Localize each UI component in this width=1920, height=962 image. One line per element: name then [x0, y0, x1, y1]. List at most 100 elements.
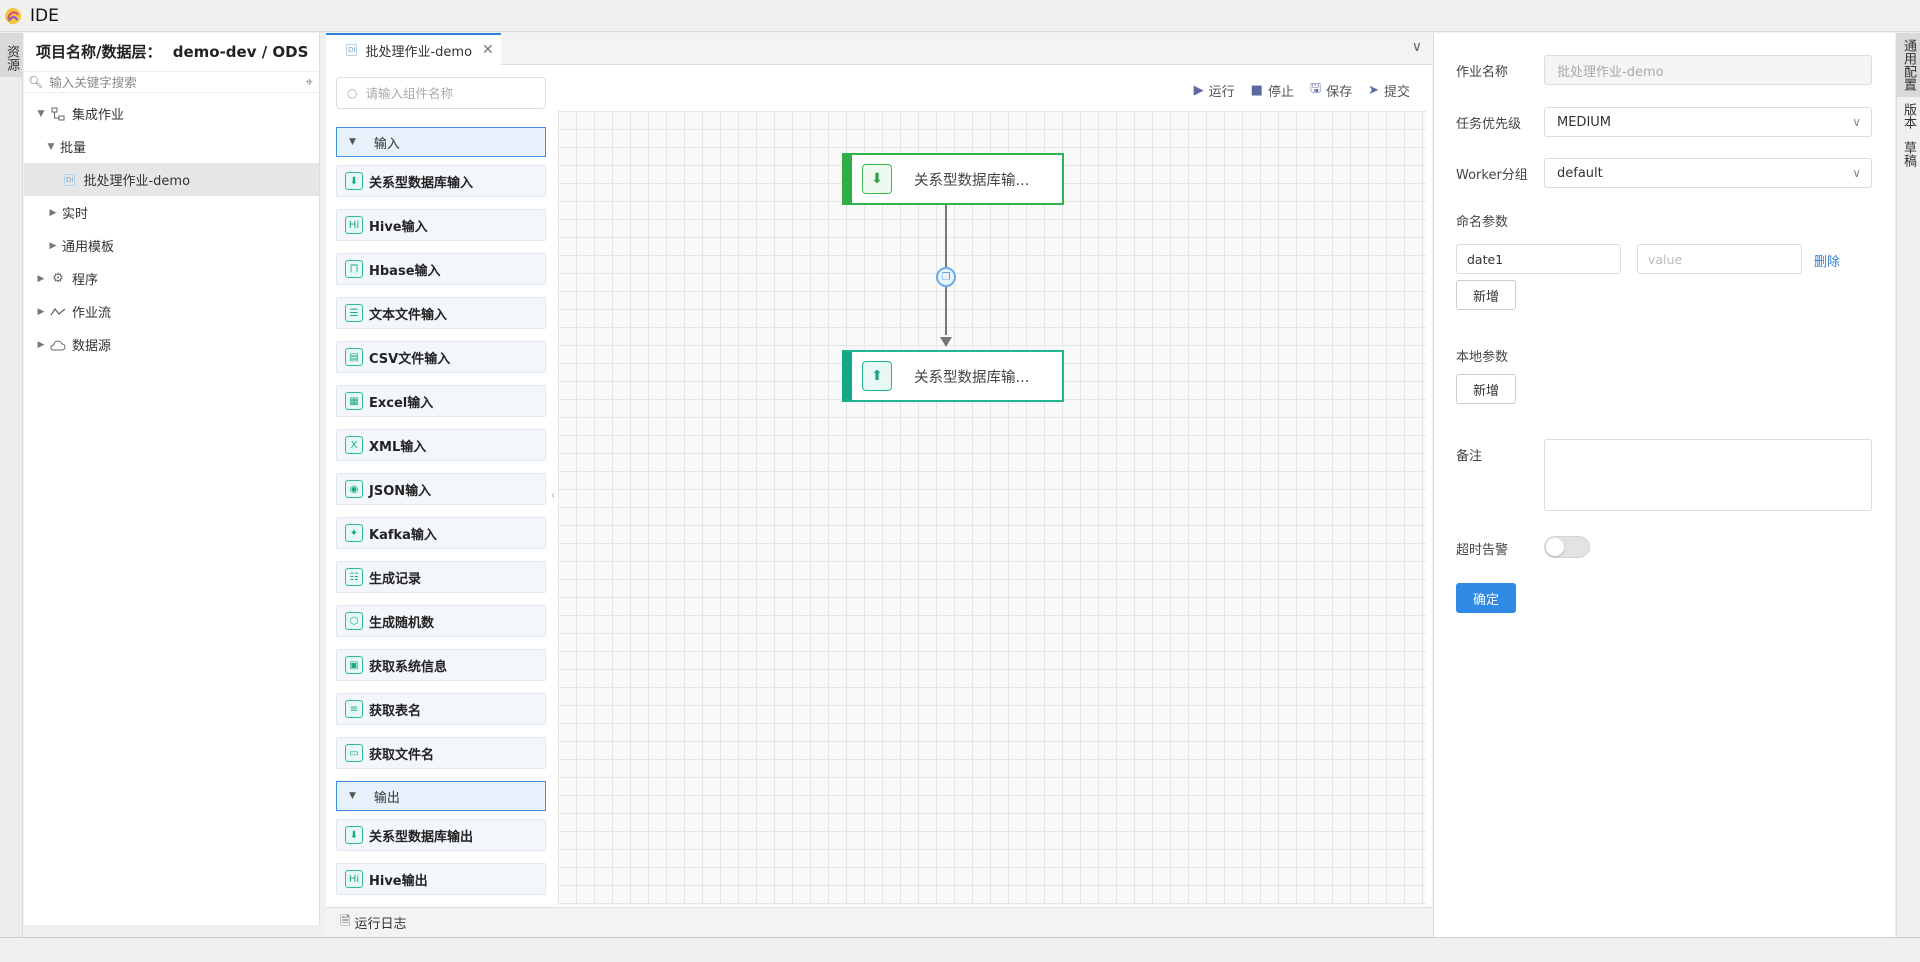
tree-item-integration[interactable]: ▼ 集成作业 [24, 97, 319, 130]
palette-component[interactable]: ✦Kafka输入 [336, 517, 546, 549]
component-search-input[interactable] [365, 85, 545, 101]
stop-label: 停止 [1267, 84, 1294, 100]
node-label: 关系型数据库输... [914, 172, 1030, 189]
tree-item-datasource[interactable]: ▶ 数据源 [24, 328, 319, 361]
palette-component[interactable]: ◉JSON输入 [336, 473, 546, 505]
tree-item-batch[interactable]: ▼ 批量 [24, 130, 319, 163]
caret-down-icon[interactable]: ▼ [47, 141, 55, 152]
app-logo-icon [5, 7, 21, 24]
palette-component[interactable]: ▤CSV文件输入 [336, 341, 546, 373]
search-icon: ○ [347, 86, 358, 100]
datasource-icon [50, 338, 66, 352]
component-label: 关系型数据库输出 [369, 829, 474, 845]
stop-button[interactable]: ■ 停止 [1251, 79, 1294, 101]
run-log-label: 运行日志 [354, 917, 407, 932]
save-button[interactable]: 🖫 保存 [1310, 79, 1352, 101]
caret-right-icon[interactable]: ▶ [37, 273, 45, 284]
caret-down-icon: ▼ [349, 791, 356, 801]
caret-right-icon[interactable]: ▶ [49, 207, 57, 218]
palette-component[interactable]: ⬡生成随机数 [336, 605, 546, 637]
log-icon: 🗎 [340, 913, 351, 929]
tree-item-batch-job[interactable]: DI 批处理作业-demo [24, 163, 319, 196]
palette-component[interactable]: ▣获取系统信息 [336, 649, 546, 681]
tab-batch-job[interactable]: DI 批处理作业-demo ✕ [326, 33, 501, 65]
caret-right-icon[interactable]: ▶ [49, 240, 57, 251]
caret-down-icon[interactable]: ▼ [37, 108, 45, 119]
tab-version[interactable]: 版本 [1901, 103, 1916, 129]
send-icon: ➤ [1368, 82, 1379, 98]
flow-node-db-input[interactable]: ⬇ 关系型数据库输... [842, 153, 1064, 205]
tree-item-program[interactable]: ▶ ⚙ 程序 [24, 262, 319, 295]
tree-label: 实时 [62, 207, 89, 222]
flow-canvas[interactable]: ⬇ 关系型数据库输... ❐ ⬆ 关系型数据库输... [558, 111, 1426, 905]
palette-component[interactable]: ☷生成记录 [336, 561, 546, 593]
tree-item-template[interactable]: ▶ 通用模板 [24, 229, 319, 262]
param-key-value: date1 [1467, 251, 1504, 267]
tab-draft[interactable]: 草稿 [1901, 141, 1916, 167]
excel-icon: ▦ [345, 392, 363, 410]
file-name-icon: ▭ [345, 744, 363, 762]
worker-group-select[interactable]: default ∨ [1544, 158, 1872, 188]
locate-icon[interactable]: ⌖ [305, 74, 313, 90]
add-param-button[interactable]: 新增 [1456, 280, 1516, 310]
csv-file-icon: ▤ [345, 348, 363, 366]
tree-item-workflow[interactable]: ▶ 作业流 [24, 295, 319, 328]
tree-search-input[interactable] [49, 74, 306, 90]
flow-edge[interactable] [945, 205, 947, 267]
palette-component[interactable]: ⬇关系型数据库输入 [336, 165, 546, 197]
close-icon[interactable]: ✕ [482, 42, 494, 58]
flow-edge[interactable] [945, 287, 947, 335]
chevron-down-icon: ∨ [1852, 115, 1861, 129]
palette-component[interactable]: ⬇ 关系型数据库输出 [336, 819, 546, 851]
submit-button[interactable]: ➤ 提交 [1368, 79, 1410, 101]
caret-right-icon[interactable]: ▶ [37, 306, 45, 317]
play-icon: ▶ [1193, 82, 1204, 98]
remark-label: 备注 [1456, 449, 1483, 464]
double-chevron-down-icon[interactable]: ∨ [1411, 39, 1422, 55]
delete-param-link[interactable]: 删除 [1814, 255, 1841, 270]
toggle-knob [1546, 538, 1564, 556]
tree-item-realtime[interactable]: ▶ 实时 [24, 196, 319, 229]
palette-collapse-handle[interactable]: ‹ [548, 469, 558, 521]
component-label: XML输入 [369, 439, 427, 455]
param-key-input[interactable]: date1 [1456, 244, 1621, 274]
edge-copy-icon[interactable]: ❐ [936, 267, 956, 287]
component-label: JSON输入 [369, 483, 432, 499]
project-header: 项目名称/数据层： demo-dev / ODS [24, 33, 319, 71]
flow-node-db-output[interactable]: ⬆ 关系型数据库输... [842, 350, 1064, 402]
palette-component[interactable]: ▭获取文件名 [336, 737, 546, 769]
save-icon: 🖫 [1309, 81, 1322, 96]
run-button[interactable]: ▶ 运行 [1194, 79, 1235, 101]
edge-arrow [940, 337, 952, 347]
timeout-alert-toggle[interactable] [1544, 536, 1590, 558]
palette-component[interactable]: ☰文本文件输入 [336, 297, 546, 329]
palette-component[interactable]: X XML输入 [336, 429, 546, 461]
database-icon: ⬇ [345, 826, 363, 844]
priority-select[interactable]: MEDIUM ∨ [1544, 107, 1872, 137]
run-log-bar[interactable]: 🗎 运行日志 [326, 907, 1432, 937]
palette-component[interactable]: ≡获取表名 [336, 693, 546, 725]
hive-icon: Hi [345, 216, 363, 234]
caret-right-icon[interactable]: ▶ [37, 339, 45, 350]
save-label: 保存 [1326, 84, 1353, 100]
xml-icon: X [345, 436, 363, 454]
remark-textarea[interactable] [1544, 439, 1872, 511]
random-icon: ⬡ [345, 612, 363, 630]
job-name-label: 作业名称 [1456, 65, 1509, 80]
component-label: Hbase输入 [369, 263, 441, 279]
component-search-box: ○ [336, 77, 546, 109]
run-label: 运行 [1208, 84, 1235, 100]
add-local-param-button[interactable]: 新增 [1456, 374, 1516, 404]
group-header-input[interactable]: ▼ 输入 [336, 127, 546, 157]
palette-component[interactable]: ▦Excel输入 [336, 385, 546, 417]
tab-general-config[interactable]: 通用配置 [1897, 33, 1920, 97]
confirm-button[interactable]: 确定 [1456, 583, 1516, 613]
tree-label: 作业流 [72, 306, 112, 321]
param-value-input[interactable]: value [1637, 244, 1802, 274]
group-header-output[interactable]: ▼ 输出 [336, 781, 546, 811]
palette-component[interactable]: ⨅Hbase输入 [336, 253, 546, 285]
resources-tab[interactable]: 资源 [0, 33, 22, 77]
